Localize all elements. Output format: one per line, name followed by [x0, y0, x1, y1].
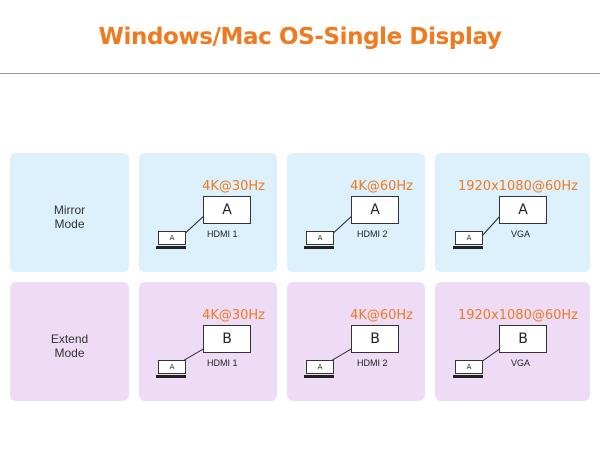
- laptop-base-icon: [156, 246, 186, 249]
- port-label: VGA: [511, 358, 531, 368]
- resolution-label: 4K@30Hz: [202, 179, 265, 194]
- laptop-icon: A: [158, 231, 186, 245]
- resolution-label: 4K@60Hz: [350, 179, 413, 194]
- monitor-icon: B: [499, 325, 547, 353]
- resolution-label: 4K@30Hz: [202, 308, 265, 323]
- laptop-base-icon: [304, 246, 334, 249]
- monitor-icon: A: [203, 196, 251, 224]
- mirror-mode-label: Mirror Mode: [53, 202, 86, 231]
- laptop-base-icon: [156, 375, 186, 378]
- port-label: VGA: [511, 229, 531, 239]
- laptop-icon: A: [455, 360, 483, 374]
- port-label: HDMI 1: [207, 358, 238, 368]
- mirror-hdmi2-cell: 4K@60Hz A A HDMI 2: [287, 153, 425, 272]
- laptop-icon: A: [455, 231, 483, 245]
- extend-mode-label-cell: Extend Mode: [10, 282, 129, 401]
- monitor-icon: A: [351, 196, 399, 224]
- resolution-label: 1920x1080@60Hz: [457, 179, 578, 194]
- monitor-icon: A: [499, 196, 547, 224]
- page-title: Windows/Mac OS-Single Display: [98, 24, 502, 50]
- mirror-hdmi1-cell: 4K@30Hz A A HDMI 1: [139, 153, 277, 272]
- laptop-base-icon: [453, 375, 483, 378]
- mirror-mode-label-cell: Mirror Mode: [10, 153, 129, 272]
- laptop-icon: A: [306, 360, 334, 374]
- extend-hdmi2-cell: 4K@60Hz B A HDMI 2: [287, 282, 425, 401]
- laptop-icon: A: [158, 360, 186, 374]
- extend-vga-cell: 1920x1080@60Hz B A VGA: [435, 282, 590, 401]
- monitor-icon: B: [203, 325, 251, 353]
- extend-mode-label: Extend Mode: [50, 331, 89, 360]
- laptop-base-icon: [304, 375, 334, 378]
- mirror-vga-cell: 1920x1080@60Hz A A VGA: [435, 153, 590, 272]
- port-label: HDMI 2: [357, 358, 388, 368]
- port-label: HDMI 2: [357, 229, 388, 239]
- port-label: HDMI 1: [207, 229, 238, 239]
- resolution-label: 1920x1080@60Hz: [457, 308, 578, 323]
- laptop-icon: A: [306, 231, 334, 245]
- resolution-label: 4K@60Hz: [350, 308, 413, 323]
- laptop-base-icon: [453, 246, 483, 249]
- monitor-icon: B: [351, 325, 399, 353]
- title-divider: [0, 73, 600, 74]
- extend-hdmi1-cell: 4K@30Hz B A HDMI 1: [139, 282, 277, 401]
